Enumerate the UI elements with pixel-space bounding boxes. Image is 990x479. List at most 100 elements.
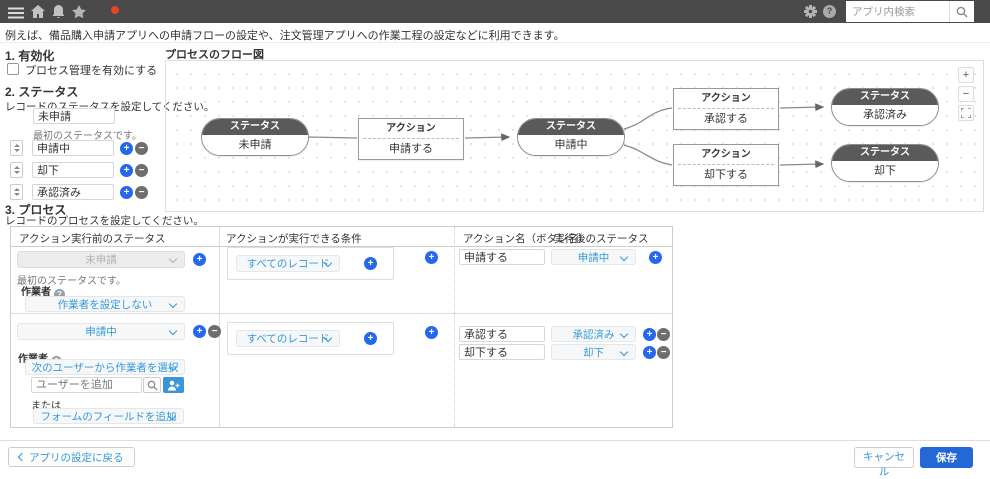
search-icon [147, 380, 158, 391]
remove-status-button[interactable]: − [135, 186, 148, 199]
add-action-button[interactable]: + [643, 328, 656, 341]
before-status-select[interactable]: 申請中 [17, 323, 185, 340]
status-drag-handle[interactable] [10, 162, 23, 178]
add-condition-group-button[interactable]: + [425, 251, 438, 264]
notification-badge [110, 5, 120, 15]
status-drag-handle[interactable] [10, 140, 23, 156]
assignee-value: 作業者を設定しない [58, 297, 153, 312]
chevron-down-icon [620, 330, 628, 338]
status-node: ステータス 承認済み [831, 88, 939, 126]
add-condition-button[interactable]: + [364, 257, 377, 270]
after-status-select[interactable]: 申請中 [551, 249, 636, 265]
process-table: アクション実行前のステータス アクションが実行できる条件 アクション名（ボタン名… [10, 226, 673, 428]
add-user-input[interactable] [31, 377, 142, 393]
favorites-star-icon[interactable] [72, 5, 86, 23]
header-condition: アクションが実行できる条件 [226, 231, 362, 246]
condition-value: すべてのレコード [247, 331, 330, 346]
assignee-select[interactable]: 作業者を設定しない [25, 296, 185, 312]
before-status-value: 未申請 [85, 252, 117, 267]
save-button[interactable]: 保存 [920, 447, 973, 468]
footer-divider [0, 440, 990, 441]
condition-group: すべてのレコード + [227, 322, 394, 355]
up-arrow-icon [14, 144, 20, 147]
add-action-button[interactable]: + [643, 346, 656, 359]
up-arrow-icon [14, 188, 20, 191]
remove-action-button[interactable]: − [657, 346, 670, 359]
down-arrow-icon [14, 149, 20, 152]
action-node-label: 申請する [359, 139, 463, 159]
before-status-select[interactable]: 未申請 [17, 251, 185, 268]
home-icon[interactable] [31, 5, 45, 23]
action-name-input[interactable] [459, 326, 545, 342]
remove-action-button[interactable]: − [657, 328, 670, 341]
status-section-title: 2. ステータス [5, 83, 78, 100]
enable-process-label: プロセス管理を有効にする [25, 62, 157, 78]
remove-status-button[interactable]: − [135, 164, 148, 177]
before-status-value: 申請中 [85, 324, 117, 339]
notification-bell-icon[interactable] [52, 5, 65, 24]
status-input[interactable] [32, 184, 114, 200]
status-drag-handle[interactable] [10, 184, 23, 200]
divider [0, 42, 990, 43]
form-field-select[interactable]: フォームのフィールドを追加 [33, 408, 184, 424]
cancel-button[interactable]: キャンセル [854, 447, 914, 468]
user-search-button[interactable] [143, 377, 161, 393]
condition-select[interactable]: すべてのレコード [236, 330, 340, 347]
action-node-label: 却下する [674, 165, 778, 185]
chevron-down-icon [169, 255, 177, 263]
form-field-value: フォームのフィールドを追加 [41, 409, 177, 424]
after-status-select[interactable]: 却下 [551, 344, 636, 360]
back-to-app-settings-button[interactable]: アプリの設定に戻る [8, 447, 135, 467]
after-status-select[interactable]: 承認済み [551, 326, 636, 342]
status-node: ステータス 申請中 [517, 118, 625, 156]
zoom-in-button[interactable]: + [958, 67, 974, 83]
status-input[interactable] [32, 162, 114, 178]
search-icon [956, 6, 968, 18]
chevron-down-icon [620, 253, 628, 261]
header-before-status: アクション実行前のステータス [19, 231, 165, 246]
status-node-label: 未申請 [202, 135, 308, 155]
assignee-value: 次のユーザーから作業者を選択 [32, 360, 179, 375]
search-button[interactable] [949, 1, 974, 22]
header-after-status: 実行後のステータス [554, 231, 649, 246]
down-arrow-icon [14, 171, 20, 174]
add-action-button[interactable]: + [649, 251, 662, 264]
action-name-input[interactable] [459, 249, 545, 265]
add-user-button[interactable] [163, 377, 184, 393]
action-node-type: アクション [363, 119, 459, 139]
add-status-button[interactable]: + [120, 164, 133, 177]
action-node-type: アクション [678, 145, 774, 165]
flow-diagram-canvas[interactable]: ステータス 未申請 アクション 申請する ステータス 申請中 アクション 承認す… [165, 60, 984, 212]
back-button-label: アプリの設定に戻る [29, 452, 124, 464]
settings-gear-icon[interactable] [804, 5, 817, 23]
status-node-type: ステータス [832, 89, 938, 105]
enable-process-checkbox[interactable] [7, 63, 19, 75]
status-node-label: 承認済み [832, 105, 938, 125]
after-status-value: 承認済み [573, 327, 615, 342]
intro-text: 例えば、備品購入申請アプリへの申請フローの設定や、注文管理アプリへの作業工程の設… [5, 27, 565, 43]
top-navbar: ? [0, 0, 990, 23]
status-node-label: 却下 [832, 161, 938, 181]
assignee-select[interactable]: 次のユーザーから作業者を選択 [25, 359, 185, 375]
add-process-row-button[interactable]: + [193, 325, 206, 338]
add-process-row-button[interactable]: + [193, 253, 206, 266]
condition-group: すべてのレコード + [227, 247, 394, 280]
add-status-button[interactable]: + [120, 186, 133, 199]
action-name-input[interactable] [459, 344, 545, 360]
remove-process-row-button[interactable]: − [208, 325, 221, 338]
add-condition-button[interactable]: + [364, 332, 377, 345]
remove-status-button[interactable]: − [135, 142, 148, 155]
first-status-input[interactable] [33, 108, 115, 124]
hamburger-menu-icon[interactable] [8, 6, 24, 24]
add-status-button[interactable]: + [120, 142, 133, 155]
status-node-type: ステータス [202, 119, 308, 135]
add-condition-group-button[interactable]: + [425, 326, 438, 339]
status-input[interactable] [32, 140, 114, 156]
zoom-out-button[interactable]: − [958, 86, 974, 102]
app-search-input[interactable] [846, 1, 949, 22]
fit-view-button[interactable] [958, 105, 974, 121]
help-icon[interactable]: ? [823, 5, 836, 18]
up-arrow-icon [14, 166, 20, 169]
status-node: ステータス 未申請 [201, 118, 309, 156]
condition-select[interactable]: すべてのレコード [236, 255, 340, 272]
